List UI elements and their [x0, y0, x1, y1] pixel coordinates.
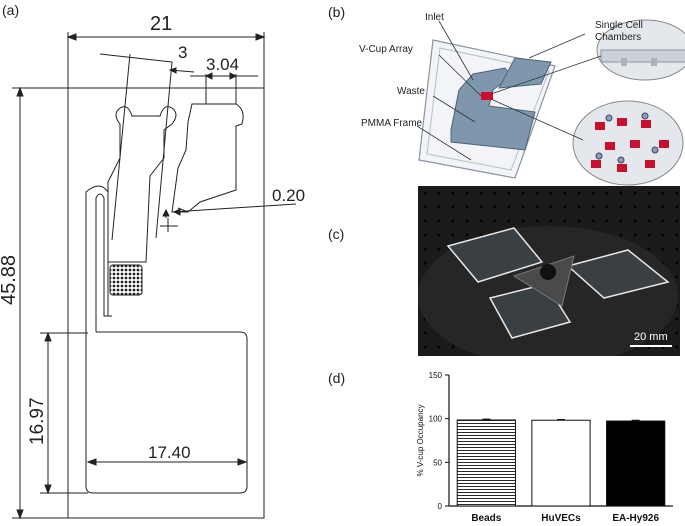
panel-label-b: (b): [328, 4, 346, 20]
waste-chamber-outline: [85, 331, 248, 494]
vcup-red-region: [481, 92, 493, 100]
label-single-cell-1: Single Cell: [595, 20, 643, 31]
device-schematic: Inlet Single Cell Chambers V-Cup Array W…: [359, 12, 685, 186]
x-tick-label: HuVECs: [541, 513, 581, 524]
y-tick-label: 100: [429, 415, 443, 424]
y-tick-label: 50: [433, 458, 442, 467]
label-vcup: V-Cup Array: [359, 44, 413, 55]
panel-label-a: (a): [2, 2, 20, 18]
chip-outline: [67, 87, 265, 519]
dim-gap: 3: [178, 43, 187, 62]
label-single-cell-2: Chambers: [595, 32, 641, 43]
dim-lower-height: 16.97: [27, 397, 48, 445]
chip-channels: [450, 67, 536, 151]
scale-bar-label: 20 mm: [634, 331, 668, 343]
y-axis-label: % V-cup Occupancy: [416, 404, 425, 476]
label-waste: Waste: [397, 86, 425, 97]
chart-bars: [456, 418, 666, 507]
vcup-cells: [591, 118, 669, 172]
dim-thickness: 0.20: [272, 186, 305, 205]
label-pmma: PMMA Frame: [361, 118, 423, 129]
bar-ea-hy926: [606, 420, 666, 507]
dim-height: 45.88: [0, 255, 20, 305]
x-tick-label: Beads: [471, 513, 501, 524]
label-inlet: Inlet: [425, 12, 444, 23]
device-photo: 20 mm: [418, 186, 680, 356]
dim-lower-width: 17.40: [148, 443, 191, 462]
bar-beads: [456, 419, 516, 507]
technical-drawing: 21 3 3.04 0.20 17.40 45.88 16.97: [0, 13, 305, 520]
bar-huvecs: [531, 419, 591, 507]
y-tick-label: 0: [438, 502, 443, 511]
vcup-array-mesh: [109, 264, 143, 296]
dim-width: 21: [150, 13, 172, 35]
panel-label-c: (c): [328, 226, 345, 242]
dim-chamber: 3.04: [206, 55, 239, 74]
chamber-outline: [171, 103, 244, 213]
panel-label-d: (d): [328, 370, 346, 386]
y-tick-label: 150: [429, 371, 443, 380]
inlet-channel-outline: [107, 106, 177, 263]
x-tick-label: EA-Hy926: [612, 513, 659, 524]
